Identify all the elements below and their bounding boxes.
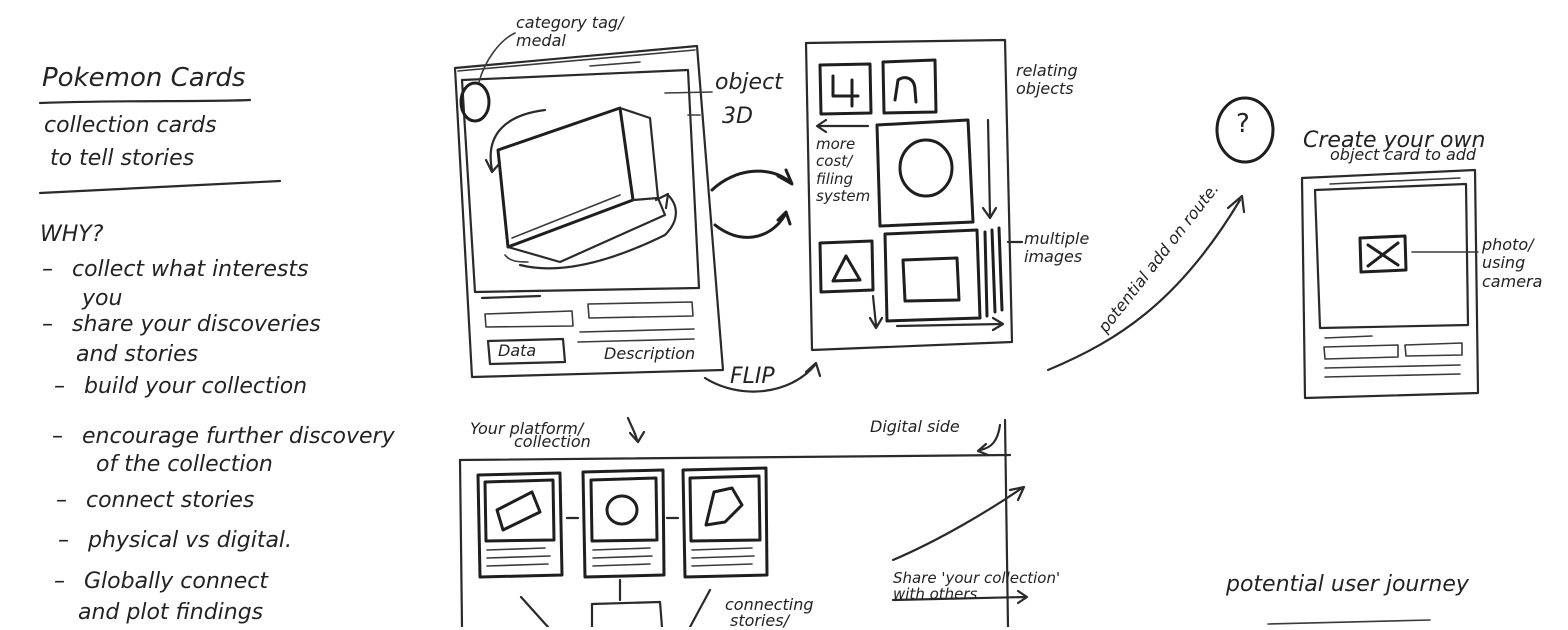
- bullet-7-line-1: Globally connect: [54, 569, 268, 595]
- share-collection-line-1: Share 'your collection': [893, 569, 1061, 587]
- subtitle-line-2: to tell stories: [50, 146, 195, 171]
- page-title: Pokemon Cards: [42, 63, 246, 93]
- title-underlines: [38, 98, 282, 195]
- bullet-2-line-1: share your discoveries: [42, 312, 321, 338]
- multiple-images-annotation: multiple images: [1024, 229, 1090, 267]
- digital-side-label: Digital side: [870, 417, 960, 436]
- flip-label: FLIP: [730, 364, 775, 389]
- why-heading: WHY?: [40, 222, 104, 247]
- data-button-label: Data: [498, 341, 537, 360]
- card-front-sketch: [453, 32, 725, 379]
- relating-objects-annotation: relating objects: [1016, 61, 1078, 99]
- platform-sketch: [458, 416, 1431, 627]
- category-tag-annotation: category tag/ medal: [516, 13, 624, 51]
- bullet-3-line-1: build your collection: [54, 374, 307, 400]
- platform-label-line-2: collection: [514, 432, 591, 451]
- subtitle-line-1: collection cards: [44, 113, 217, 138]
- filing-system-annotation: more cost/ filing system: [816, 135, 871, 205]
- connecting-stories-line-2: stories/: [730, 611, 789, 630]
- create-card-title-line-1: Create your own: [1303, 128, 1486, 153]
- bullet-4-line-1: encourage further discovery: [52, 424, 395, 450]
- bullet-7-line-2: and plot findings: [78, 600, 264, 625]
- bullet-4-line-2: of the collection: [96, 452, 273, 477]
- bullet-5-line-1: connect stories: [56, 488, 254, 514]
- question-circle-icon: [1215, 96, 1275, 164]
- bullet-1-line-2: you: [82, 286, 123, 311]
- circle-object-icon: [898, 138, 954, 198]
- data-button-sketch: [486, 337, 567, 366]
- object-annotation: object: [715, 70, 783, 95]
- platform-label-line-1: Your platform/: [470, 419, 584, 438]
- question-mark: ?: [1236, 109, 1250, 139]
- share-collection-line-2: with others: [893, 585, 978, 603]
- flip-arrows: [703, 168, 1246, 393]
- bullet-2-line-2: and stories: [76, 342, 199, 367]
- bullet-6-line-1: physical vs digital.: [58, 528, 292, 554]
- card-back-sketch: [804, 38, 1024, 352]
- user-journey-label: potential user journey: [1226, 572, 1469, 597]
- bullet-1-line-1: collect what interests: [42, 257, 308, 283]
- medal-icon: [459, 81, 491, 123]
- connecting-stories-line-1: connecting: [725, 595, 814, 614]
- add-card-sketch: [1215, 96, 1480, 400]
- 3d-annotation: 3D: [722, 104, 753, 129]
- photo-camera-annotation: photo/ using camera: [1482, 235, 1543, 291]
- create-card-title-line-2: object card to add: [1330, 145, 1477, 164]
- description-label: Description: [604, 344, 696, 363]
- photo-placeholder-icon: [1358, 234, 1408, 274]
